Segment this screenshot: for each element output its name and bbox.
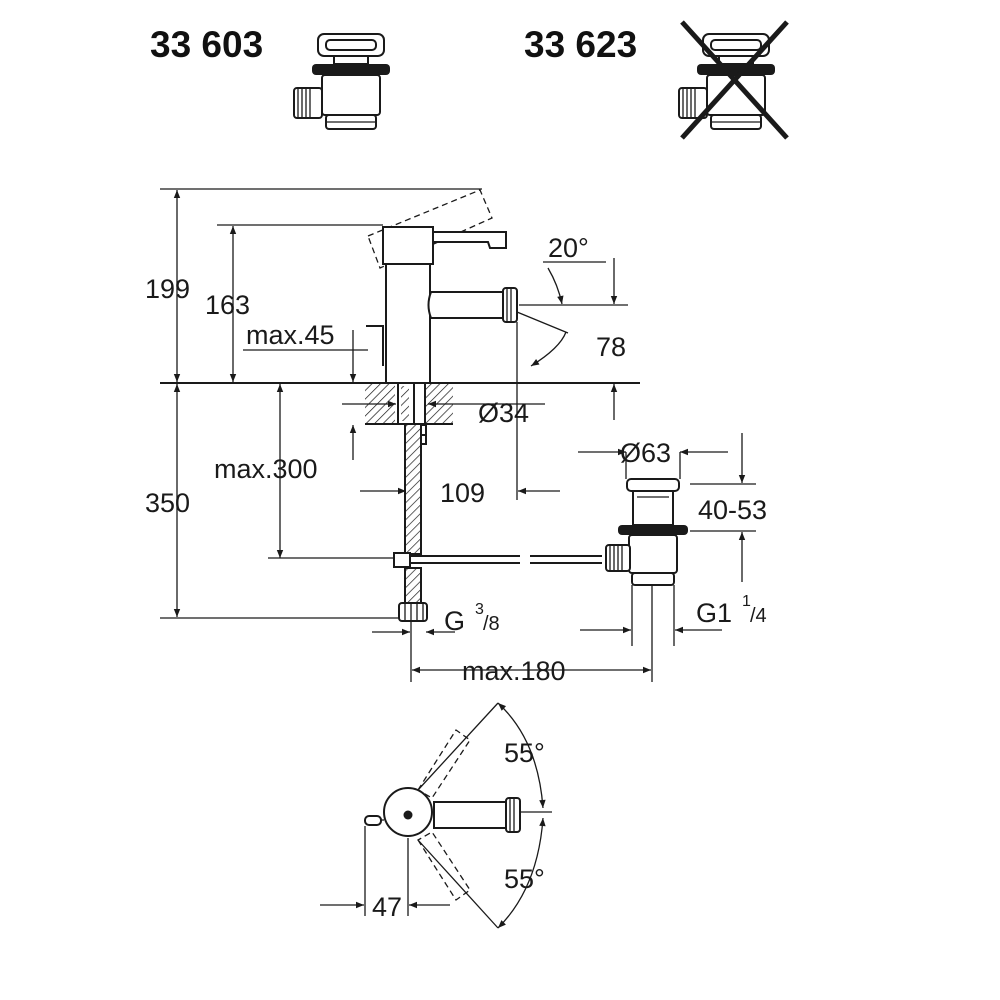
dim-label-max180: max.180 (462, 656, 566, 686)
dim-label-max300: max.300 (214, 454, 318, 484)
dimension-40-53 (690, 433, 756, 582)
dim-label-g38: G (444, 606, 465, 636)
part-code-33603: 33 603 (150, 24, 263, 65)
dim-label-47: 47 (372, 892, 402, 922)
waste-valve-icon (293, 33, 390, 130)
dimension-55deg-bottom (497, 817, 546, 929)
dimension-199 (160, 188, 482, 382)
dim-label-max45: max.45 (246, 320, 335, 350)
dim-label-350: 350 (145, 488, 190, 518)
dim-label-d63: Ø63 (620, 438, 671, 468)
dimension-d63 (578, 448, 728, 479)
dimension-55deg-top (497, 702, 552, 813)
dimension-max180 (412, 585, 653, 682)
dim-label-40-53: 40-53 (698, 495, 767, 525)
dimension-g38 (372, 621, 455, 682)
dim-label-g114: G1 (696, 598, 732, 628)
flexible-hose (398, 423, 428, 622)
dimension-20deg (519, 261, 628, 306)
dimension-109 (360, 322, 560, 500)
faucet-side-view (366, 189, 518, 384)
dimension-163 (217, 224, 383, 382)
dimension-78 (516, 258, 618, 420)
dim-label-55deg-bottom: 55° (504, 864, 545, 894)
dim-label-199: 199 (145, 274, 190, 304)
part-code-33623: 33 623 (524, 24, 637, 65)
cross-out-icon (680, 20, 789, 140)
waste-valve (605, 478, 688, 586)
dimension-max45 (243, 330, 368, 460)
dim-label-d34: Ø34 (478, 398, 529, 428)
dim-label-55deg-top: 55° (504, 738, 545, 768)
dim-label-g114-numerator: 1 (742, 593, 751, 610)
dim-label-g38-numerator: 3 (475, 601, 484, 618)
dim-label-g38-slash: /8 (483, 613, 500, 635)
dimension-g114 (580, 585, 722, 646)
popup-rod (393, 552, 602, 568)
waste-valve-crossed-icon (678, 33, 775, 130)
dim-label-163: 163 (205, 290, 250, 320)
dim-label-109: 109 (440, 478, 485, 508)
dim-label-g114-slash: /4 (750, 605, 767, 627)
dimension-max300 (268, 384, 394, 559)
dim-label-78: 78 (596, 332, 626, 362)
dimension-350 (160, 384, 399, 619)
dim-label-20deg: 20° (548, 233, 589, 263)
dimension-47 (320, 826, 450, 916)
